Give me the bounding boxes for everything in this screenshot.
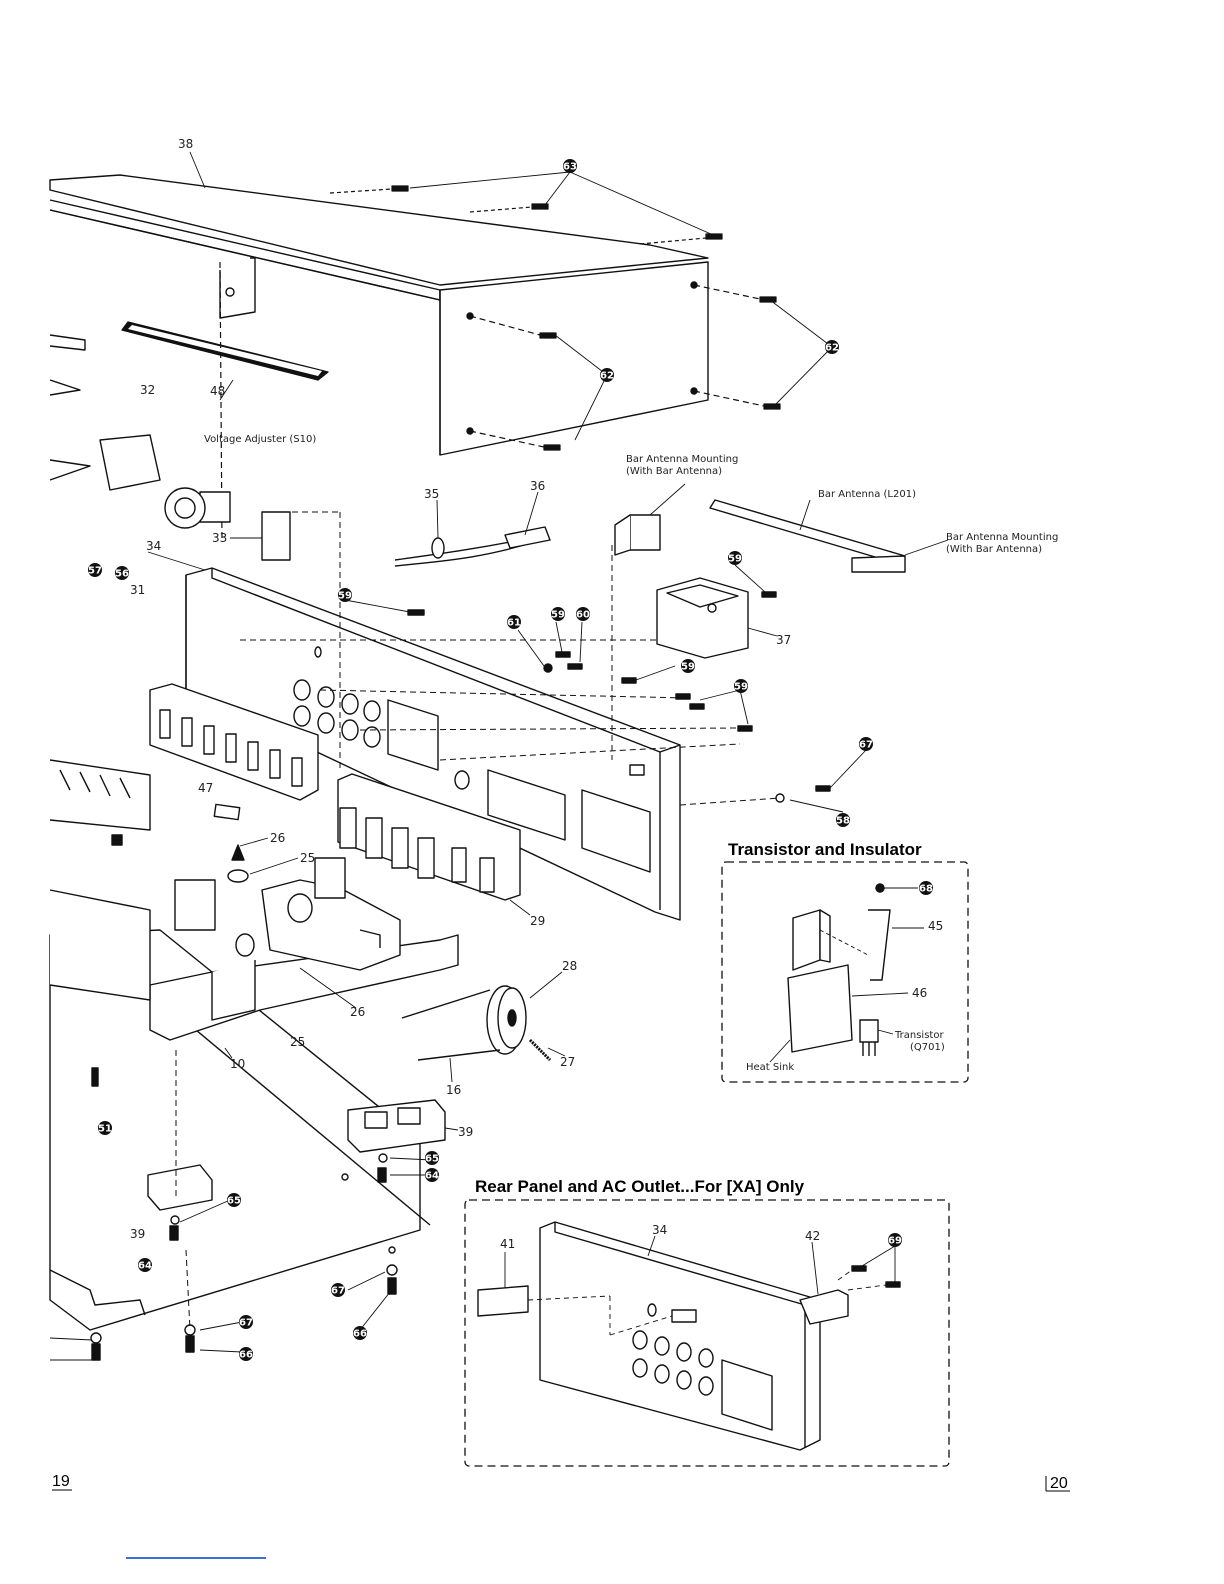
callout-59: 59 bbox=[551, 610, 565, 621]
part-34: 34 bbox=[652, 1223, 667, 1237]
transistor-insulator-box bbox=[721, 861, 969, 1083]
page-number-right: 20 bbox=[1050, 1475, 1068, 1492]
part-31: 31 bbox=[130, 583, 145, 597]
bar-antenna-mounting-label: Bar Antenna Mounting bbox=[626, 454, 738, 465]
part-16: 16 bbox=[446, 1083, 461, 1097]
power-cord bbox=[394, 526, 551, 567]
transistor-id-label: (Q701) bbox=[910, 1042, 945, 1053]
bottom-accent-bar bbox=[126, 1557, 266, 1559]
callout-66: 66 bbox=[239, 1350, 253, 1361]
callout-60: 60 bbox=[576, 610, 590, 621]
callout-65: 65 bbox=[425, 1154, 439, 1165]
text-labels: Voltage Adjuster (S10) Bar Antenna Mount… bbox=[204, 434, 1058, 1073]
callout-63: 63 bbox=[563, 162, 577, 173]
leader-lines bbox=[49, 151, 949, 1361]
top-cover bbox=[49, 174, 709, 481]
part-28: 28 bbox=[562, 959, 577, 973]
voltage-adjuster bbox=[99, 434, 291, 561]
shield-box bbox=[656, 577, 749, 659]
callout-67: 67 bbox=[239, 1318, 253, 1329]
bar-antenna-mounting-sublabel: (With Bar Antenna) bbox=[626, 466, 722, 477]
callout-64: 64 bbox=[425, 1171, 439, 1182]
dial-pulley bbox=[401, 985, 552, 1062]
callout-59: 59 bbox=[681, 662, 695, 673]
part-47: 47 bbox=[198, 781, 213, 795]
callout-69: 69 bbox=[888, 1236, 902, 1247]
tuner-mechanism bbox=[49, 803, 459, 1041]
part-39: 39 bbox=[130, 1227, 145, 1241]
part-42: 42 bbox=[805, 1229, 820, 1243]
part-26: 26 bbox=[350, 1005, 365, 1019]
bar-antenna-mounting-right-label: Bar Antenna Mounting bbox=[946, 532, 1058, 543]
heat-sink-label: Heat Sink bbox=[746, 1062, 794, 1073]
part-46: 46 bbox=[912, 986, 927, 1000]
callout-58: 58 bbox=[836, 816, 850, 827]
callout-67: 67 bbox=[859, 740, 873, 751]
callout-64: 64 bbox=[138, 1261, 152, 1272]
guide-lines bbox=[175, 511, 781, 1331]
part-numbers: 38 48 32 35 36 33 34 31 37 47 26 25 29 2… bbox=[130, 137, 943, 1251]
page-numbers: 19 20 bbox=[52, 1473, 1070, 1492]
part-10: 10 bbox=[230, 1057, 245, 1071]
callout-57: 57 bbox=[88, 566, 102, 577]
callout-51: 51 bbox=[98, 1124, 112, 1135]
page-number-left: 19 bbox=[52, 1473, 70, 1490]
bar-antenna-label: Bar Antenna (L201) bbox=[818, 489, 916, 500]
part-38: 38 bbox=[178, 137, 193, 151]
transistor-label: Transistor bbox=[894, 1030, 944, 1041]
callout-56: 56 bbox=[115, 569, 129, 580]
bar-antenna bbox=[614, 499, 906, 573]
callout-62: 62 bbox=[600, 371, 614, 382]
callout-59: 59 bbox=[734, 682, 748, 693]
part-26: 26 bbox=[270, 831, 285, 845]
rear-panel-ac-outlet-title: Rear Panel and AC Outlet...For [XA] Only bbox=[475, 1177, 805, 1196]
part-35: 35 bbox=[424, 487, 439, 501]
amp-board bbox=[337, 773, 521, 901]
voltage-adjuster-label: Voltage Adjuster (S10) bbox=[204, 434, 316, 445]
panel-screws bbox=[407, 591, 831, 803]
bottom-screws bbox=[90, 1067, 398, 1361]
part-39: 39 bbox=[458, 1125, 473, 1139]
callout-67: 67 bbox=[331, 1286, 345, 1297]
part-36: 36 bbox=[530, 479, 545, 493]
part-41: 41 bbox=[500, 1237, 515, 1251]
part-34: 34 bbox=[146, 539, 161, 553]
callout-62: 62 bbox=[825, 343, 839, 354]
chassis bbox=[49, 759, 431, 1331]
part-45: 45 bbox=[928, 919, 943, 933]
callout-61: 61 bbox=[507, 618, 521, 629]
callout-59: 59 bbox=[728, 554, 742, 565]
part-37: 37 bbox=[776, 633, 791, 647]
callout-68: 68 bbox=[919, 884, 933, 895]
left-terminal-board bbox=[149, 683, 319, 801]
transistor-insulator-title: Transistor and Insulator bbox=[728, 840, 922, 859]
part-29: 29 bbox=[530, 914, 545, 928]
callout-65: 65 bbox=[227, 1196, 241, 1207]
part-25: 25 bbox=[300, 851, 315, 865]
bar-antenna-mounting-right-sublabel: (With Bar Antenna) bbox=[946, 544, 1042, 555]
rear-panel-ac-outlet-box bbox=[464, 1199, 950, 1467]
part-27: 27 bbox=[560, 1055, 575, 1069]
callout-markers: 63 62 62 57 56 59 61 59 60 59 59 59 67 5… bbox=[88, 159, 933, 1361]
part-48: 48 bbox=[210, 384, 225, 398]
part-25: 25 bbox=[290, 1035, 305, 1049]
part-33: 33 bbox=[212, 531, 227, 545]
part-32: 32 bbox=[140, 383, 155, 397]
callout-59: 59 bbox=[338, 591, 352, 602]
transformer bbox=[147, 1099, 446, 1211]
callout-66: 66 bbox=[353, 1329, 367, 1340]
